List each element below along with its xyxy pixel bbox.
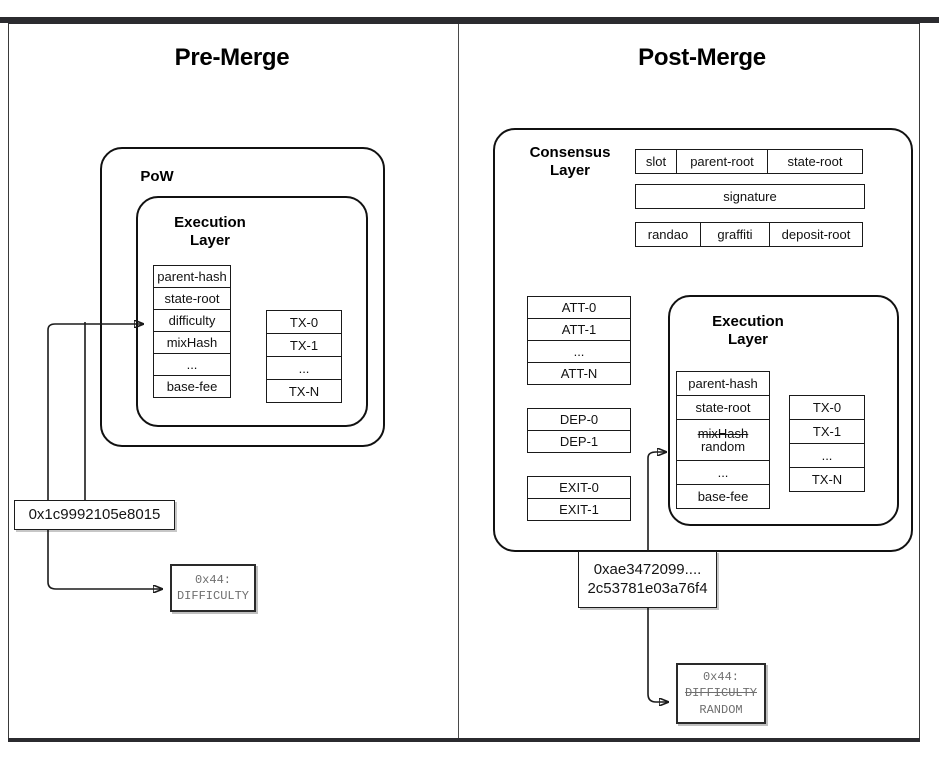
consensus-layer-label: Consensus Layer bbox=[529, 144, 611, 179]
transaction-pre-label: ... bbox=[298, 360, 310, 376]
transaction-pre-label: TX-1 bbox=[289, 337, 319, 353]
opcode-name-post: DIFFICULTY bbox=[684, 686, 757, 701]
opcode-replacement-post: RANDOM bbox=[699, 702, 743, 717]
header-field-pre-row: difficulty bbox=[153, 309, 231, 332]
header-field-pre-row: parent-hash bbox=[153, 265, 231, 288]
transaction-pre-row: ... bbox=[266, 356, 342, 380]
random-hash-value-post: 0xae3472099.... 2c53781e03a76f4 bbox=[578, 551, 717, 608]
attestation-label: ATT-0 bbox=[561, 300, 597, 315]
wire-hash-to-opcode bbox=[47, 515, 162, 589]
header-field-post-label: state-root bbox=[695, 400, 751, 415]
opcode-box-difficulty-pre: 0x44: DIFFICULTY bbox=[170, 564, 256, 612]
difficulty-hash-text-pre: 0x1c9992105e8015 bbox=[28, 505, 161, 523]
consensus-field-cell: slot bbox=[635, 149, 677, 174]
frame-bottom-edge bbox=[8, 738, 920, 742]
header-field-post-row: parent-hash bbox=[676, 371, 770, 396]
deposit-label: DEP-1 bbox=[559, 434, 599, 449]
transaction-post-row: TX-1 bbox=[789, 419, 865, 444]
panel-title-post-merge: Post-Merge bbox=[638, 44, 766, 71]
wire-random-to-header bbox=[647, 452, 666, 459]
wire-hash-to-opcode-post bbox=[647, 608, 668, 702]
transaction-post-label: TX-0 bbox=[812, 400, 842, 415]
transaction-pre-row: TX-1 bbox=[266, 333, 342, 357]
deposit-row: DEP-1 bbox=[527, 430, 631, 453]
header-field-post-row: base-fee bbox=[676, 484, 770, 509]
consensus-field-cell: deposit-root bbox=[769, 222, 863, 247]
transaction-pre-row: TX-N bbox=[266, 379, 342, 403]
panel-title-pre-merge: Pre-Merge bbox=[174, 44, 290, 71]
consensus-field-cell: state-root bbox=[767, 149, 863, 174]
attestation-row: ATT-N bbox=[527, 362, 631, 385]
transaction-post-label: TX-N bbox=[811, 472, 843, 487]
transaction-pre-row: TX-0 bbox=[266, 310, 342, 334]
consensus-field-cell: randao bbox=[635, 222, 701, 247]
opcode-box-difficulty-post: 0x44: DIFFICULTY RANDOM bbox=[676, 663, 766, 724]
consensus-header-row-2: signature bbox=[635, 184, 865, 209]
pow-label: PoW bbox=[140, 168, 174, 185]
attestation-label: ATT-1 bbox=[561, 322, 597, 337]
attestation-label: ... bbox=[573, 344, 585, 359]
deposit-label: DEP-0 bbox=[559, 412, 599, 427]
random-hash-text-line2: 2c53781e03a76f4 bbox=[587, 579, 708, 597]
header-field-pre-label: difficulty bbox=[168, 313, 216, 328]
transaction-pre-label: TX-N bbox=[288, 383, 320, 399]
consensus-field-cell: graffiti bbox=[700, 222, 770, 247]
header-field-pre-label: ... bbox=[186, 357, 198, 372]
opcode-number-pre: 0x44: bbox=[194, 572, 231, 587]
frame-top-edge bbox=[8, 20, 920, 24]
header-field-pre-label: mixHash bbox=[166, 335, 218, 350]
opcode-name-pre: DIFFICULTY bbox=[176, 589, 249, 603]
transaction-pre-label: TX-0 bbox=[289, 314, 319, 330]
transaction-post-label: ... bbox=[821, 448, 833, 463]
execution-layer-label-pre: Execution Layer bbox=[174, 214, 246, 249]
header-field-post-label: parent-hash bbox=[688, 376, 758, 391]
header-field-pre-row: base-fee bbox=[153, 375, 231, 398]
consensus-field-cell: signature bbox=[635, 184, 865, 209]
transaction-post-row: TX-N bbox=[789, 467, 865, 492]
header-field-pre-row: mixHash bbox=[153, 331, 231, 354]
exit-label: EXIT-0 bbox=[559, 480, 599, 495]
header-field-pre-label: parent-hash bbox=[157, 269, 227, 284]
random-hash-text-line1: 0xae3472099.... bbox=[593, 561, 702, 579]
header-field-post-label: ... bbox=[717, 465, 729, 480]
header-field-pre-label: state-root bbox=[164, 291, 220, 306]
header-field-post-replacement: random bbox=[700, 439, 746, 454]
execution-layer-label-post: Execution Layer bbox=[712, 313, 784, 348]
transaction-post-label: TX-1 bbox=[812, 424, 842, 439]
header-field-post-label: base-fee bbox=[697, 489, 749, 504]
wire-hash-to-difficulty bbox=[47, 324, 143, 515]
deposit-row: DEP-0 bbox=[527, 408, 631, 431]
header-field-pre-label: base-fee bbox=[166, 379, 218, 394]
opcode-number-post: 0x44: bbox=[702, 670, 739, 685]
exit-row: EXIT-1 bbox=[527, 498, 631, 521]
panel-divider bbox=[458, 24, 459, 738]
header-field-post-label: mixHash bbox=[697, 426, 749, 441]
difficulty-hash-value-pre: 0x1c9992105e8015 bbox=[14, 500, 175, 530]
attestation-label: ATT-N bbox=[560, 366, 598, 381]
exit-label: EXIT-1 bbox=[559, 502, 599, 517]
consensus-field-cell: parent-root bbox=[676, 149, 768, 174]
exit-row: EXIT-0 bbox=[527, 476, 631, 499]
block-header-stack-pre: parent-hash state-root difficulty mixHash..… bbox=[153, 265, 231, 398]
